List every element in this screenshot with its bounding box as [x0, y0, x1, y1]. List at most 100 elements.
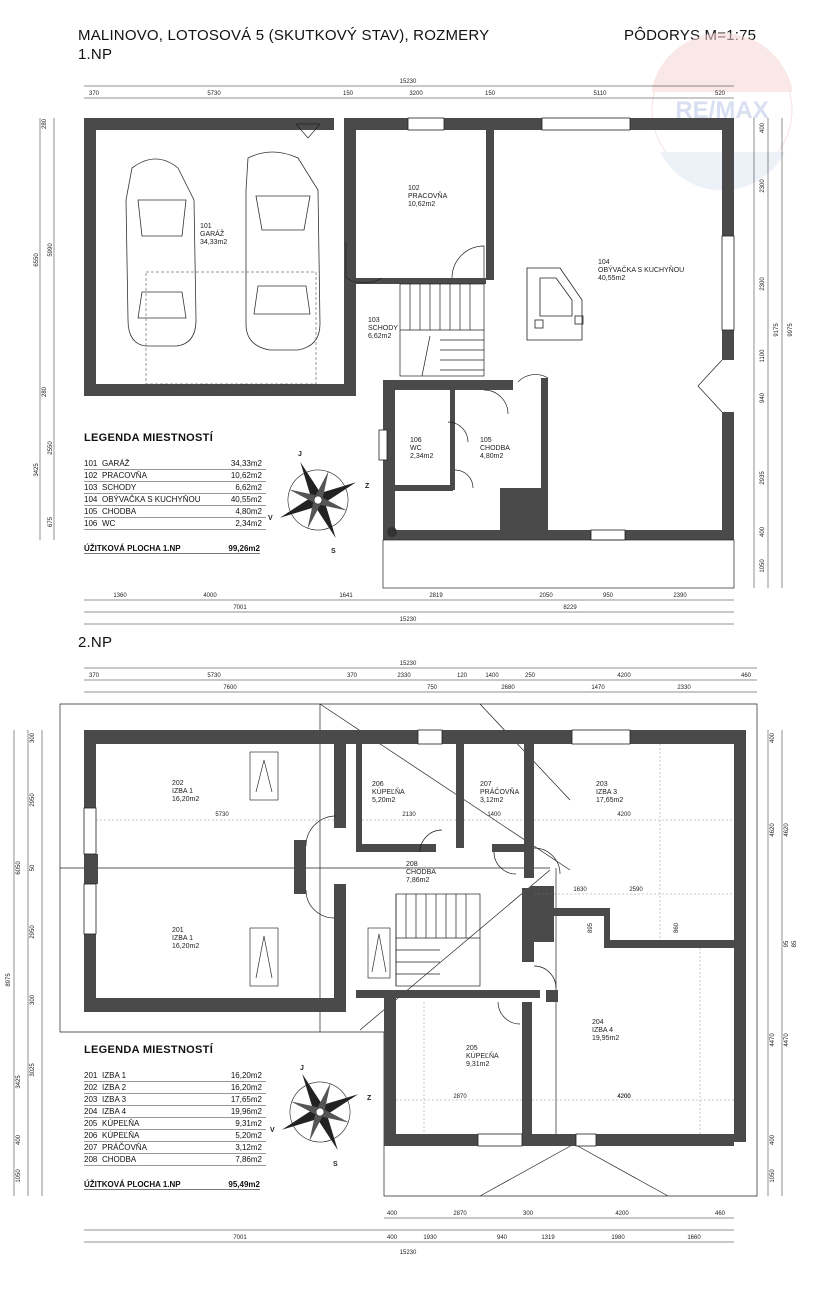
dimension-label: 895 — [588, 922, 594, 933]
floor2-windows — [83, 729, 631, 1147]
dimension-label: 300 — [30, 732, 36, 743]
svg-text:J: J — [300, 1065, 304, 1072]
dimension-label: 5110 — [594, 91, 608, 97]
floor1-legend-number: 106 — [84, 517, 102, 530]
floor1-legend-area: 34,33m2 — [226, 458, 266, 470]
dimension-label: 400 — [770, 732, 776, 743]
dimension-label: 6050 — [16, 861, 22, 875]
floor1-terrace — [382, 539, 735, 589]
floor1-legend-area: 40,55m2 — [226, 493, 266, 506]
floor2-legend-name: IZBA 3 — [102, 1093, 226, 1106]
floor1-legend-name: SCHODY — [102, 481, 226, 494]
floor1-legend-title: LEGENDA MIESTNOSTÍ — [84, 432, 214, 444]
dimension-label: 2050 — [539, 593, 553, 599]
dimension-label: 4200 — [617, 673, 631, 679]
dimension-label: 2950 — [30, 925, 36, 939]
dimension-label: 675 — [48, 516, 54, 527]
dimension-label: 1319 — [541, 1235, 555, 1241]
dimension-label: 400 — [16, 1134, 22, 1145]
floor2-legend-number: 202 — [84, 1081, 102, 1094]
dimension-label: 300 — [523, 1211, 534, 1217]
dimension-label: 2590 — [629, 887, 643, 893]
dimension-label: 750 — [427, 685, 438, 691]
dimension-label: 95 — [784, 940, 790, 947]
floor1-legend-number: 105 — [84, 505, 102, 518]
dimension-label: 120 — [457, 673, 468, 679]
dimension-label: 1050 — [760, 559, 766, 573]
floor1-legend-area: 2,34m2 — [226, 517, 266, 530]
floor2-legend-name: IZBA 4 — [102, 1105, 226, 1118]
floor1-legend-total: ÚŽITKOVÁ PLOCHA 1.NP 99,26m2 — [84, 544, 260, 554]
floor2-legend-area: 5,20m2 — [226, 1129, 266, 1142]
dimension-label: 2819 — [429, 593, 443, 599]
dimension-label: 2300 — [760, 277, 766, 291]
dimension-label: 1980 — [611, 1235, 625, 1241]
floor1-legend-number: 103 — [84, 481, 102, 494]
dimension-label: 85 — [792, 940, 798, 947]
dimension-label: 2330 — [677, 685, 691, 691]
dimension-label: 9175 — [774, 323, 780, 337]
dimension-label: 2390 — [673, 593, 687, 599]
dimension-label: 400 — [387, 1211, 398, 1217]
floor1-total-label: ÚŽITKOVÁ PLOCHA 1.NP — [84, 544, 181, 553]
floor2-legend-number: 201 — [84, 1070, 102, 1082]
floor1-legend-name: CHODBA — [102, 505, 226, 518]
floor2-dimension-lines — [13, 667, 783, 1243]
floor2-legend-title: LEGENDA MIESTNOSTÍ — [84, 1044, 214, 1056]
dimension-label: 1660 — [687, 1235, 701, 1241]
floor2-legend-area: 17,65m2 — [226, 1093, 266, 1106]
dimension-label: 8229 — [563, 605, 577, 611]
floor2-legend-number: 207 — [84, 1141, 102, 1154]
floor2-walls — [84, 730, 746, 1146]
floor2-inner-dims — [96, 744, 734, 1134]
dimension-label: 7001 — [233, 605, 247, 611]
garage-cars — [125, 151, 321, 385]
plan-title: MALINOVO, LOTOSOVÁ 5 (SKUTKOVÝ STAV), RO… — [78, 27, 490, 44]
dimension-label: 460 — [741, 673, 752, 679]
dimension-label: 2330 — [397, 673, 411, 679]
floor1-legend-number: 104 — [84, 493, 102, 506]
dimension-label: 4470 — [770, 1033, 776, 1047]
dimension-label: 6550 — [34, 253, 40, 267]
dimension-label: 250 — [525, 673, 536, 679]
dimension-label: 7600 — [223, 685, 237, 691]
floor1-stairs — [399, 283, 485, 377]
svg-text:Z: Z — [365, 483, 370, 490]
floor2-title: 2.NP — [78, 634, 113, 651]
dimension-label: 5730 — [207, 673, 221, 679]
dimension-label: 3200 — [409, 91, 423, 97]
dimension-label: 1400 — [487, 812, 501, 818]
floor2-legend-name: KÚPEĽŇA — [102, 1117, 226, 1130]
floor1-windows — [378, 117, 735, 541]
dimension-label: 8975 — [6, 973, 12, 987]
dimension-label: 520 — [715, 91, 726, 97]
floor2-legend-name: PRÁČOVŇA — [102, 1141, 226, 1154]
dimension-label: 400 — [760, 526, 766, 537]
dimension-label: 280 — [42, 386, 48, 397]
dimension-label: 1360 — [113, 593, 127, 599]
svg-text:15230: 15230 — [400, 1250, 417, 1256]
